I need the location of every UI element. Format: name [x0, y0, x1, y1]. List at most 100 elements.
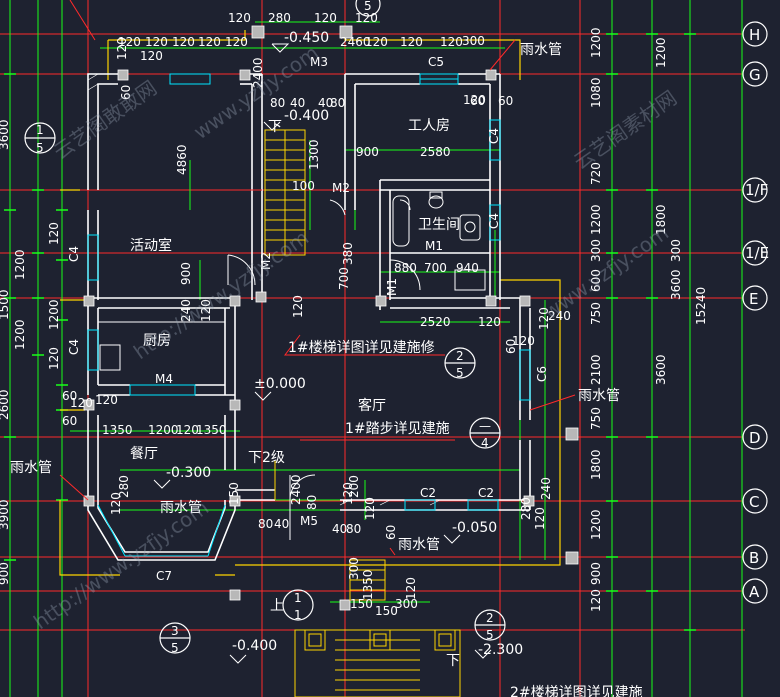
axis-label: B [749, 549, 759, 567]
door-swings [227, 199, 421, 540]
dim-text: 280 [519, 497, 533, 520]
dim-text: 300 [669, 239, 683, 262]
stair-down-label-b: 下 [446, 653, 460, 669]
dim-text: 60 [504, 339, 518, 354]
dim-text: 900 [0, 562, 11, 585]
dim-text: 1200 [589, 27, 603, 58]
dim-text: 1300 [307, 139, 321, 170]
dim-text: 1350 [196, 423, 227, 437]
entrance-blocks [304, 629, 456, 651]
axis-label: 1/E [745, 244, 769, 262]
axis-label: D [749, 429, 761, 447]
dim-text: 300 [347, 557, 361, 580]
level-label: -0.300 [166, 465, 211, 481]
dim-text: 2520 [420, 315, 451, 329]
window-label: C2 [478, 486, 494, 500]
door-label: M2 [259, 252, 273, 270]
marker-denominator: 5 [36, 141, 44, 155]
dim-text: 120 [363, 497, 377, 520]
dim-text: 2460 [340, 35, 371, 49]
dim-text: 1800 [654, 204, 668, 235]
dim-text: 150 [350, 597, 373, 611]
dim-text: 120 [512, 334, 535, 348]
dim-text: 80 [270, 96, 285, 110]
level-marker-lines [153, 43, 492, 664]
dim-text: 120 [140, 49, 163, 63]
dim-text: 120 [109, 492, 123, 515]
watermark-text: 云艺阁素材网 [569, 86, 681, 174]
dim-text: 120 [365, 35, 388, 49]
marker-numerator: — [479, 419, 491, 433]
dim-text: 120 [440, 35, 463, 49]
bottom-stair-note: 2#楼梯详图详见建施 [510, 685, 643, 697]
watermark-text: http://www.yzfjy.com [29, 495, 213, 634]
dim-text: 120 [341, 482, 355, 505]
dim-text: 60 [119, 85, 133, 100]
dim-text: 120 [404, 577, 418, 600]
door-label: M4 [155, 372, 173, 386]
door-label: M1 [385, 278, 399, 296]
dim-text: 2580 [420, 145, 451, 159]
dim-text: 120 [463, 93, 486, 107]
watermark-text: www.yzfjy.com [539, 220, 673, 324]
door-label: M2 [332, 181, 350, 195]
marker-numerator: 2 [486, 611, 494, 625]
detail-marker-texts: 1 5 2 5 2 5 3 5 — 4 1 1 5 [36, 0, 494, 655]
marker-denominator: 4 [481, 436, 489, 450]
dim-text: 240 [539, 477, 553, 500]
dim-text: 380 [341, 242, 355, 265]
door-label: M3 [310, 55, 328, 69]
dim-text: 80 [305, 495, 319, 510]
door-label: M1 [425, 239, 443, 253]
dim-text: 120 [115, 37, 129, 60]
dim-text: 100 [292, 179, 315, 193]
dim-text: 300 [589, 239, 603, 262]
dimension-lines [9, 0, 743, 697]
dim-text: 900 [179, 262, 193, 285]
dim-text: 120 [172, 35, 195, 49]
dim-text: 240 [548, 309, 571, 323]
dim-text: 1200 [148, 423, 179, 437]
dim-text: 15240 [694, 287, 708, 325]
dim-text: 40 [274, 517, 289, 531]
room-kitchen: 厨房 [143, 333, 171, 349]
dim-text: 120 [47, 347, 61, 370]
dim-text: 1800 [589, 449, 603, 480]
columns [83, 25, 579, 611]
dim-text: 40 [318, 96, 333, 110]
dim-text: 280 [117, 475, 131, 498]
window-label: C4 [487, 213, 501, 229]
dim-text: 300 [395, 597, 418, 611]
room-worker-room: 工人房 [408, 118, 450, 134]
drain-pipe-label: 雨水管 [10, 460, 52, 476]
dim-text: 2100 [589, 354, 603, 385]
room-toilet: 卫生间 [418, 217, 460, 233]
window-label: C4 [67, 246, 81, 262]
windows [87, 73, 531, 557]
stair-up-label: 上 [270, 598, 284, 614]
axis-label: A [749, 583, 760, 601]
marker-numerator: 5 [364, 0, 372, 13]
window-label: C5 [428, 55, 444, 69]
dim-text: 1350 [361, 569, 375, 600]
level-label: -0.050 [452, 520, 497, 536]
dim-text: 900 [356, 145, 379, 159]
dim-text: 1200 [47, 299, 61, 330]
dim-text: 720 [589, 162, 603, 185]
dim-text: 600 [589, 269, 603, 292]
dim-text: 120 [70, 396, 93, 410]
room-activity-room: 活动室 [130, 237, 172, 254]
down-steps-note: 下2级 [248, 450, 285, 466]
dimension-ticks [4, 33, 696, 631]
dim-text: 80 [346, 522, 361, 536]
detail-markers [24, 0, 506, 654]
watermark-text: www.yzfjy.com [189, 40, 323, 144]
stair-treads [264, 129, 461, 697]
dim-text: 120 [199, 299, 213, 322]
dim-text: 240 [179, 299, 193, 322]
dim-text: 200 [347, 475, 361, 498]
stair-down-label: 下 [268, 119, 282, 135]
top-dimension-texts: 120 280 120 120 120 120 120 120 120 120 … [118, 11, 463, 49]
